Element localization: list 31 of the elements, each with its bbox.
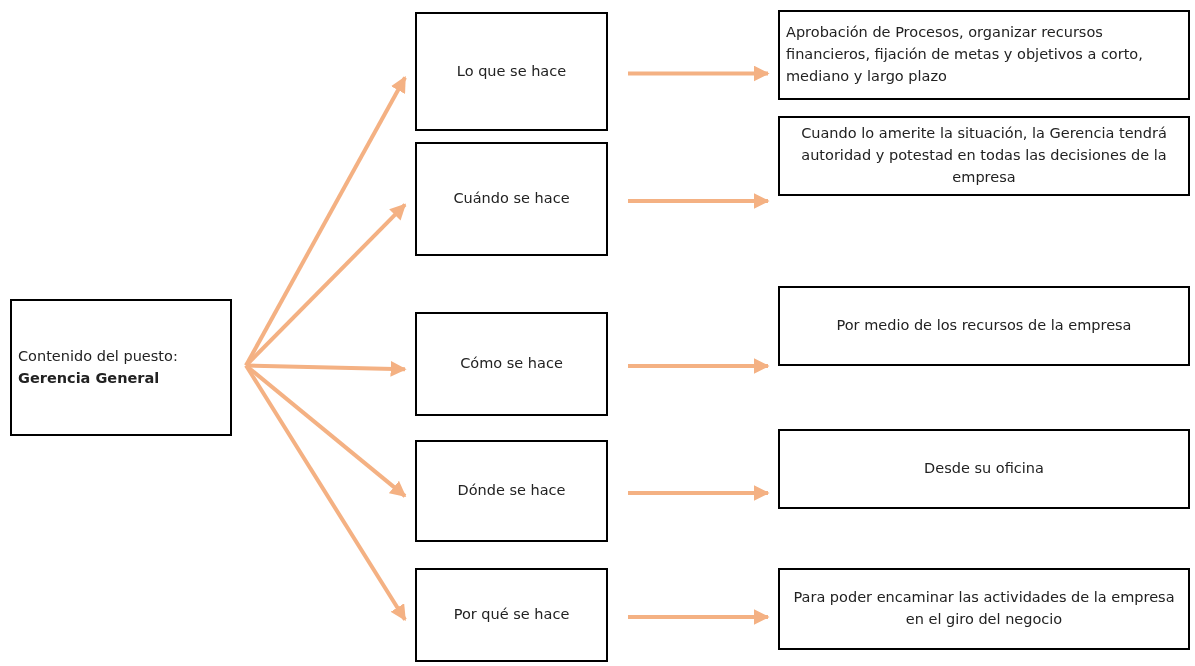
arrow — [628, 65, 770, 82]
box-text: Para poder encaminar las actividades de la empresa en el giro del negocio — [792, 588, 1176, 629]
box-text: Cuando lo amerite la situación, la Gerencia tendrá autoridad y potestad en todas las decisiones de la empresa — [800, 124, 1168, 187]
box-text: Desde su oficina — [924, 459, 1044, 479]
box-text: Cuándo se hace — [453, 189, 570, 209]
process-box — [778, 286, 1190, 366]
arrow — [244, 76, 407, 367]
arrow — [628, 358, 770, 374]
box-text: Por qué se hace — [453, 605, 570, 625]
box-text: Contenido del puesto: Gerencia General — [18, 346, 179, 388]
box-text: Por medio de los recursos de la empresa — [836, 316, 1132, 336]
box-text: Dónde se hace — [457, 481, 566, 501]
process-box — [415, 142, 608, 256]
box-text: Lo que se hace — [456, 61, 567, 81]
box-text: Cómo se hace — [460, 354, 563, 374]
arrow — [244, 364, 407, 622]
arrow — [244, 363, 407, 498]
arrow — [628, 485, 770, 501]
process-box — [415, 440, 608, 542]
arrow — [628, 193, 770, 209]
process-box — [778, 116, 1190, 196]
box-text: Aprobación de Procesos, organizar recursos financieros, fijación de metas y objetivos a corto, mediano y largo plazo — [786, 23, 1144, 86]
process-box — [778, 429, 1190, 509]
process-box — [415, 12, 608, 131]
arrow — [244, 203, 407, 367]
process-box — [778, 568, 1190, 650]
process-box — [778, 10, 1190, 100]
process-box — [415, 568, 608, 662]
arrow — [628, 609, 770, 625]
process-box — [415, 312, 608, 416]
process-box — [10, 299, 232, 436]
